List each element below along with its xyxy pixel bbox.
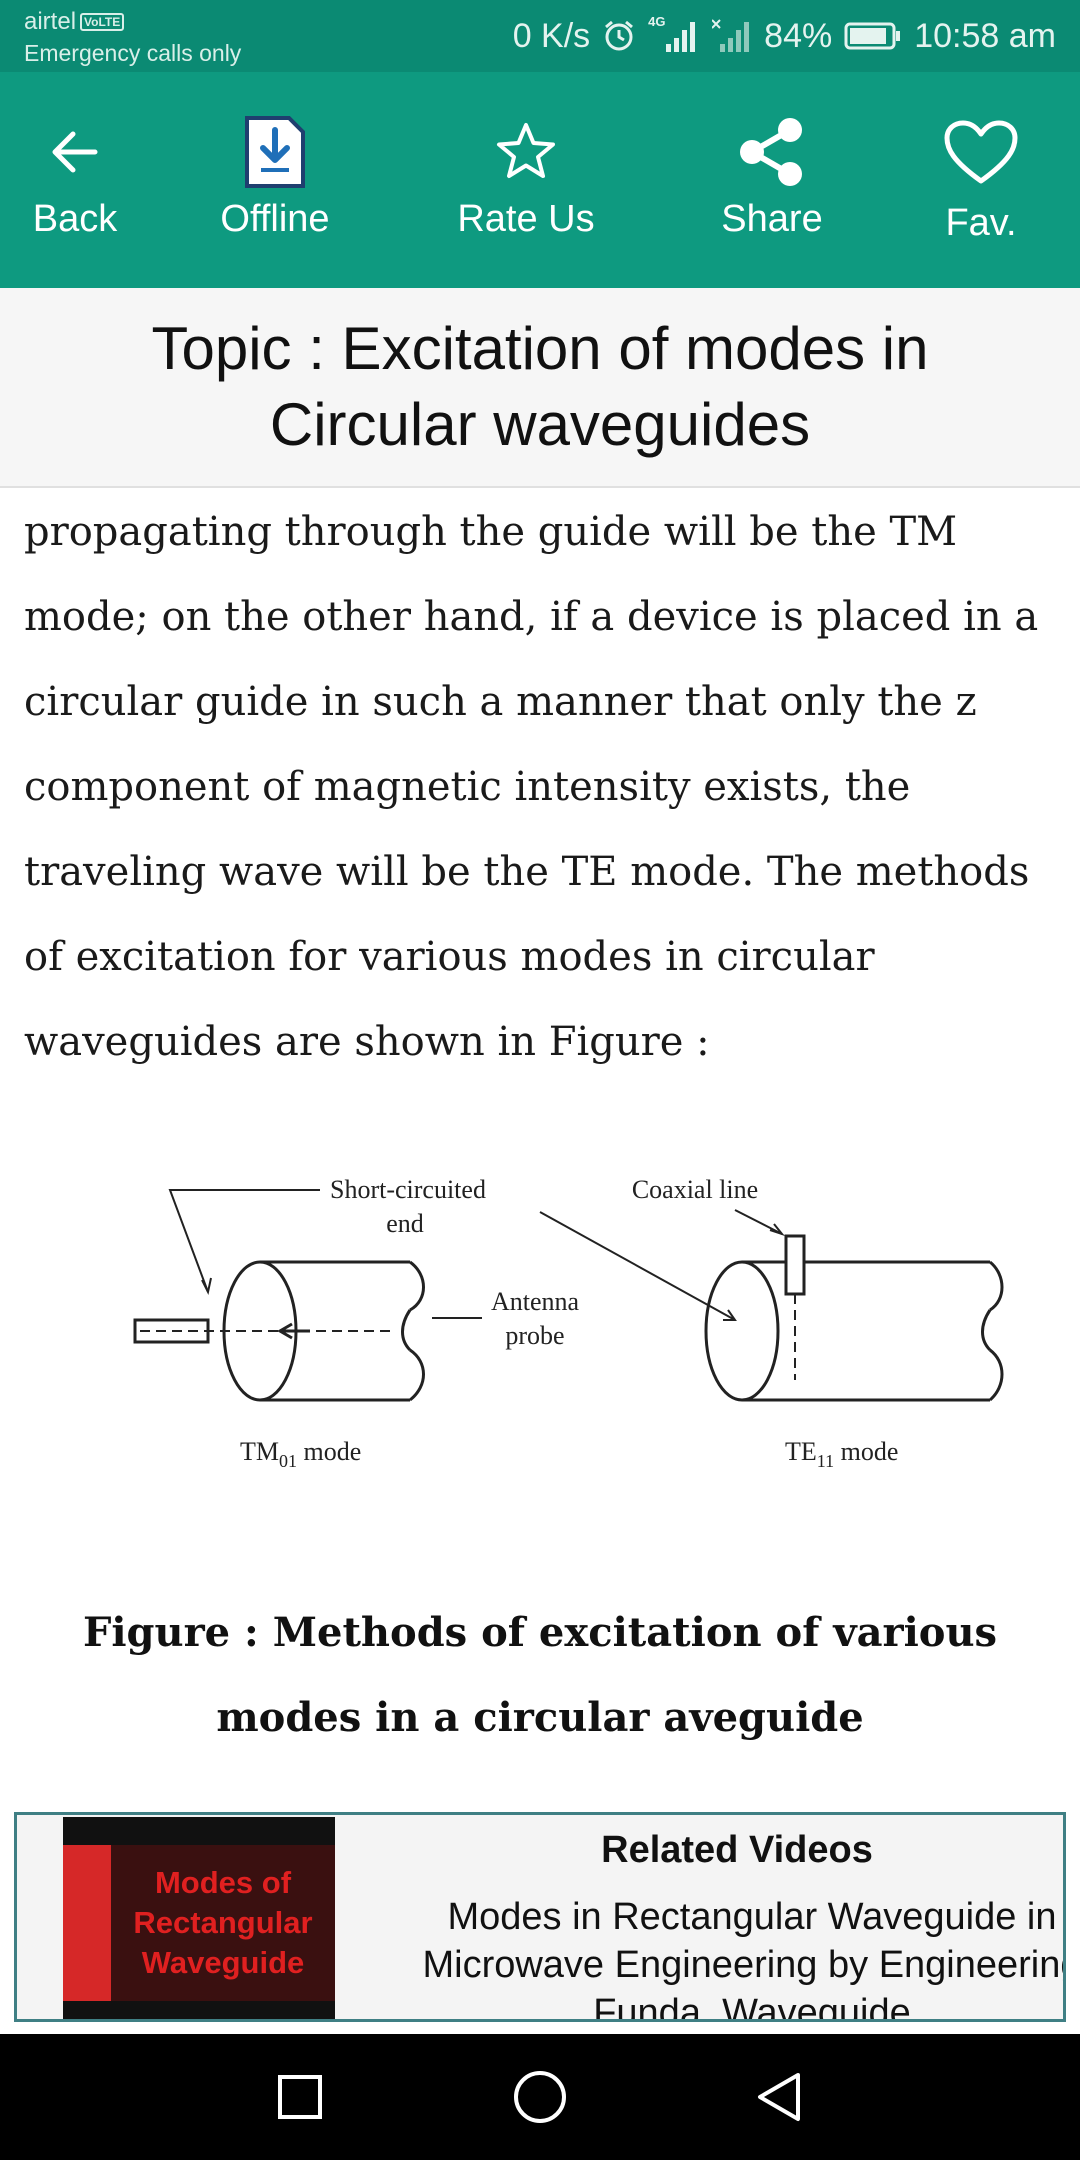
thumbnail-inner: Modes of Rectangular Waveguide — [111, 1845, 335, 2001]
network-type: 4G — [648, 14, 666, 29]
offline-button[interactable]: Offline — [185, 112, 365, 272]
signal-icon: 4G — [648, 14, 700, 54]
clock: 10:58 am — [914, 16, 1056, 55]
toolbar: Back Offline Rate Us Share Fav. — [0, 72, 1080, 288]
topic-header: Topic : Excitation of modes in Circular … — [0, 288, 1080, 488]
favourite-button[interactable]: Fav. — [891, 112, 1071, 272]
related-videos-card[interactable]: Modes of Rectangular Waveguide Related V… — [14, 1812, 1066, 2022]
favourite-label: Fav. — [945, 202, 1017, 244]
back-label: Back — [32, 198, 118, 240]
back-button[interactable]: Back — [0, 112, 165, 272]
related-videos-title: Related Videos — [601, 1829, 873, 1871]
label-tm01-mode: TM01 mode — [240, 1437, 361, 1471]
share-button[interactable]: Share — [682, 112, 862, 272]
status-indicators: 0 K/s 4G 84% 10:58 am — [513, 12, 1056, 60]
no-signal-icon — [712, 18, 752, 54]
recents-square-icon[interactable] — [265, 2062, 335, 2132]
battery-percent: 84% — [764, 16, 833, 55]
volte-badge: VoLTE — [80, 13, 125, 31]
video-thumbnail[interactable]: Modes of Rectangular Waveguide — [63, 1817, 335, 2019]
tm-sub: 01 — [279, 1451, 297, 1471]
tm01-diagram — [133, 1189, 425, 1402]
thumbnail-text: Modes of Rectangular Waveguide — [133, 1865, 313, 1980]
carrier-name: airtel — [24, 8, 77, 35]
tm-prefix: TM — [240, 1437, 279, 1466]
te-prefix: TE — [785, 1437, 817, 1466]
back-triangle-icon[interactable] — [745, 2062, 815, 2132]
alarm-icon — [602, 19, 636, 53]
thumbnail-red-bar — [63, 1845, 111, 2001]
te-sub: 11 — [817, 1451, 834, 1471]
label-probe: probe — [505, 1321, 564, 1350]
related-video-description[interactable]: Modes in Rectangular Waveguide in Microw… — [422, 1896, 1066, 2022]
offline-label: Offline — [220, 198, 330, 240]
topic-title: Topic : Excitation of modes in Circular … — [151, 315, 929, 458]
share-label: Share — [721, 198, 823, 240]
network-speed: 0 K/s — [512, 16, 591, 55]
system-nav-bar — [0, 2034, 1080, 2160]
star-icon — [436, 112, 616, 192]
download-doc-icon — [185, 112, 365, 192]
label-short-circuited: Short-circuited — [330, 1175, 486, 1204]
excitation-figure: Short-circuited end Antenna probe Coaxia… — [133, 1175, 1004, 1471]
article-body: propagating through the guide will be th… — [24, 509, 1039, 1065]
rate-us-label: Rate Us — [457, 198, 595, 240]
label-te11-mode: TE11 mode — [785, 1437, 898, 1471]
share-icon — [682, 112, 862, 192]
arrow-left-icon — [0, 112, 165, 192]
label-coaxial-line: Coaxial line — [632, 1175, 758, 1204]
heart-icon — [891, 112, 1071, 192]
battery-icon — [844, 21, 902, 51]
rate-us-button[interactable]: Rate Us — [436, 112, 616, 272]
te11-diagram — [539, 1209, 1004, 1402]
tm-mode-word: mode — [304, 1437, 362, 1466]
label-antenna: Antenna — [491, 1287, 580, 1316]
figure-caption: Figure : Methods of excitation of variou… — [82, 1609, 998, 1741]
home-circle-icon[interactable] — [505, 2062, 575, 2132]
te-mode-word: mode — [841, 1437, 899, 1466]
emergency-text: Emergency calls only — [24, 40, 242, 66]
label-end: end — [386, 1209, 424, 1238]
